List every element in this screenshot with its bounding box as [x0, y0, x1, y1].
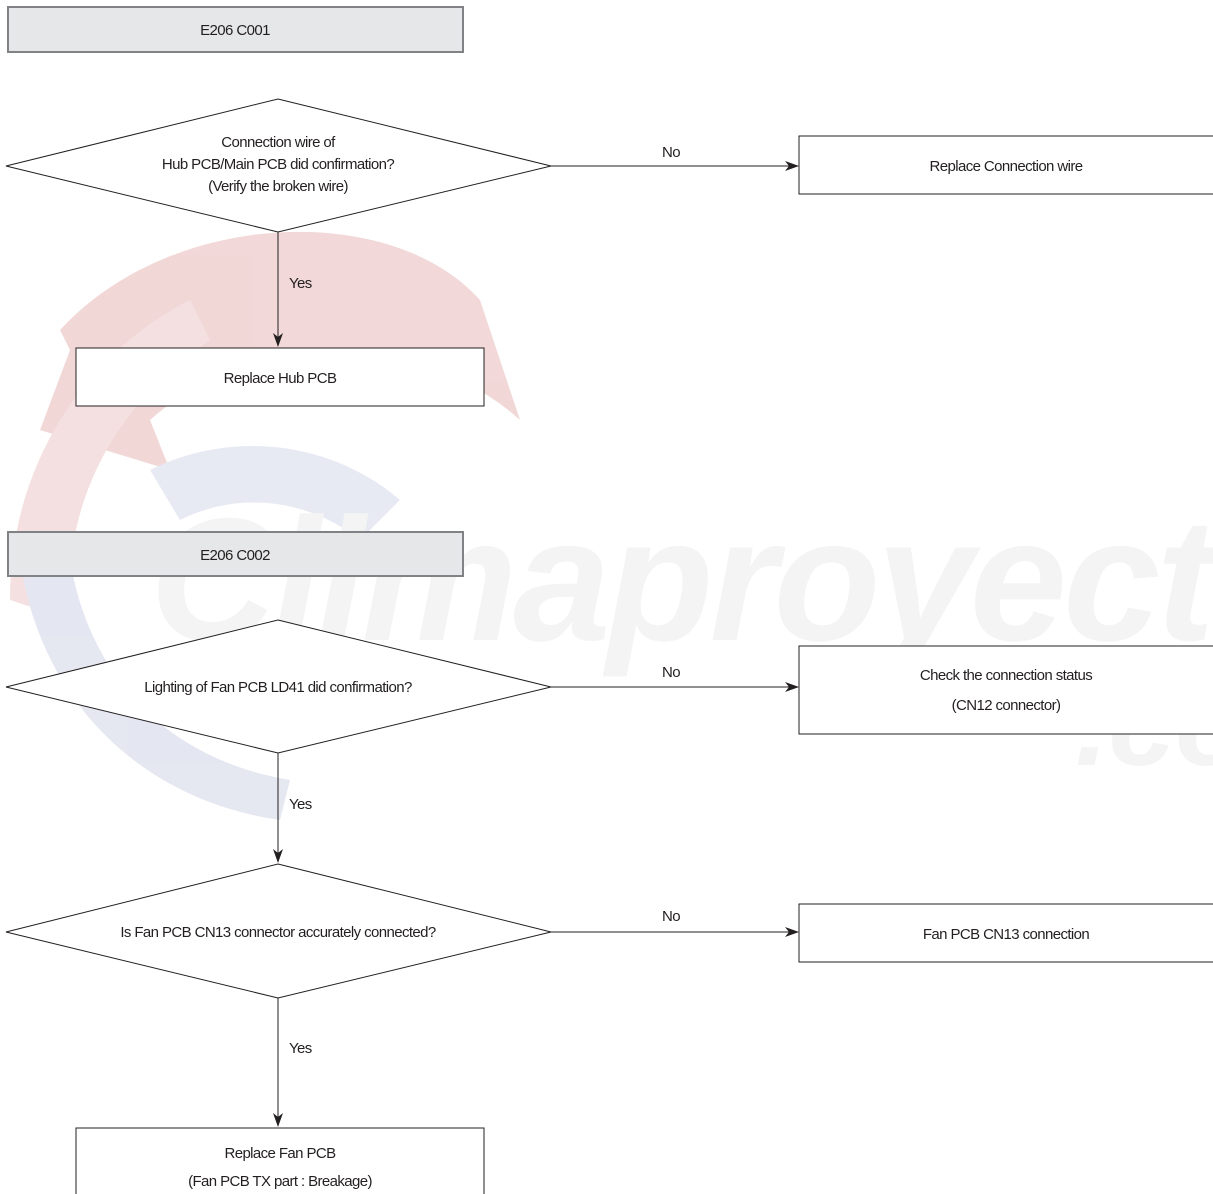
flow2-header-label: E206 C002 — [200, 547, 270, 564]
flow1-header-label: E206 C001 — [200, 22, 270, 39]
flow2-yes2-action-line2: (Fan PCB TX part : Breakage) — [188, 1173, 372, 1190]
flow2-no1-label: No — [662, 664, 680, 681]
flow2-no2-action-box — [798, 903, 1213, 963]
flow2-header-box — [7, 531, 464, 577]
flow1-no-action-box — [798, 135, 1213, 195]
flow1: E206 C001 Connection wire of Hub PCB/Mai… — [5, 6, 1213, 407]
flow2-no1-action-line2: (CN12 connector) — [952, 697, 1061, 714]
flow1-header-box — [7, 6, 464, 53]
flow2-no2-label: No — [662, 908, 680, 925]
flow1-decision-line2: Hub PCB/Main PCB did confirmation? — [162, 156, 394, 173]
flow2-no1-action-line1: Check the connection status — [920, 667, 1092, 684]
flow1-yes-label: Yes — [289, 275, 312, 292]
watermark-blue-swoosh — [150, 446, 400, 540]
flow2-yes2-action-box — [75, 1127, 485, 1194]
flow1-yes-action-box — [75, 347, 485, 407]
flow2-yes2-action-line1: Replace Fan PCB — [224, 1145, 336, 1162]
flow1-yes-action-label: Replace Hub PCB — [224, 370, 337, 387]
flow2-decision2-label: Is Fan PCB CN13 connector accurately con… — [120, 924, 436, 941]
flow1-decision-line3: (Verify the broken wire) — [208, 178, 348, 195]
flow1-decision-line1: Connection wire of — [221, 134, 336, 151]
flow2-yes2-label: Yes — [289, 1040, 312, 1057]
flow2-no2-action-label: Fan PCB CN13 connection — [923, 926, 1090, 943]
flow1-no-label: No — [662, 144, 680, 161]
flow2: E206 C002 Lighting of Fan PCB LD41 did c… — [5, 531, 1213, 1194]
flow1-no-action-label: Replace Connection wire — [930, 158, 1083, 175]
watermark-blue-arc — [20, 560, 290, 820]
flow2-no1-action-box — [798, 645, 1213, 735]
flow2-yes1-label: Yes — [289, 796, 312, 813]
flow2-decision1-label: Lighting of Fan PCB LD41 did confirmatio… — [144, 679, 412, 696]
